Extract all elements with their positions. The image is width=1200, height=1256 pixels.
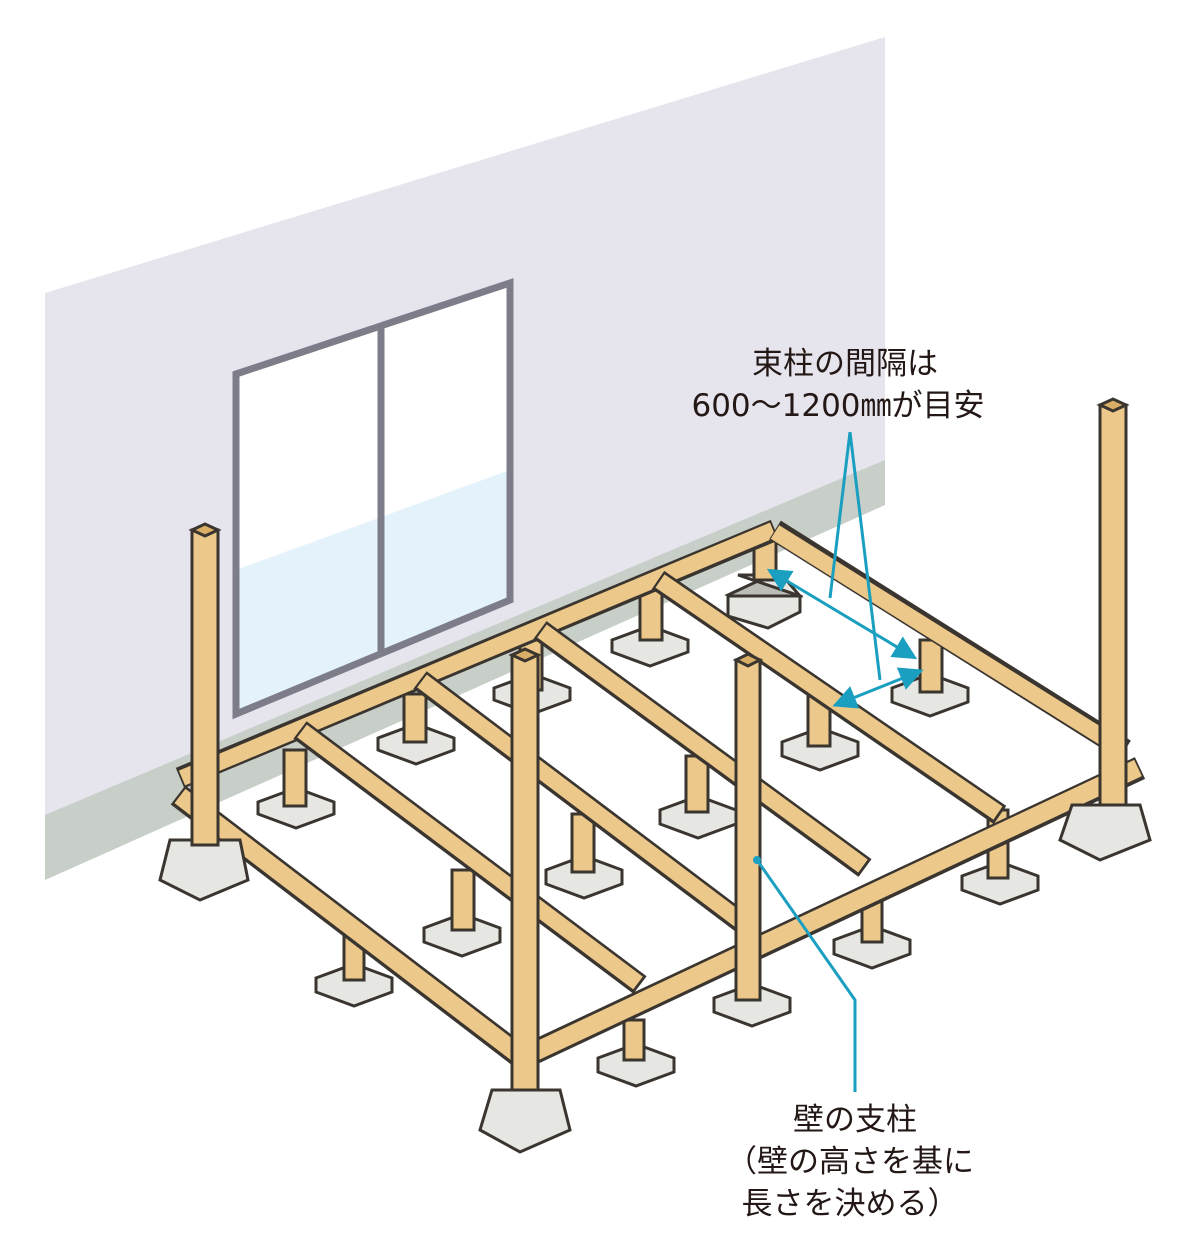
deck-beams [170, 519, 1146, 1070]
wall-post-label-line2: （壁の高さを基に [726, 1144, 974, 1180]
spacing-label-line1: 束柱の間隔は [752, 346, 938, 382]
wall-post [732, 652, 764, 1002]
window-glass-lower [236, 470, 510, 714]
wall-posts [188, 397, 1130, 1092]
joist [651, 570, 1007, 825]
wall-post-callout: 壁の支柱 （壁の高さを基に 長さを決める） [726, 856, 974, 1222]
sliding-window [232, 278, 514, 720]
wall-post [508, 647, 542, 1092]
rear-beam [175, 519, 780, 789]
wall-post [1096, 397, 1130, 807]
wall-post [188, 522, 222, 847]
spacing-arrow [766, 568, 918, 660]
spacing-label-line2: 600〜1200㎜が目安 [691, 388, 984, 424]
joist [293, 721, 647, 994]
spacing-callout: 束柱の間隔は 600〜1200㎜が目安 [691, 346, 985, 709]
joist [413, 671, 752, 934]
corner-footings [158, 803, 1152, 1154]
joist [533, 621, 872, 877]
spacing-arrow [832, 667, 924, 709]
wall-post-label-line3: 長さを決める） [742, 1186, 959, 1222]
wall-post-label-line1: 壁の支柱 [793, 1102, 917, 1138]
front-beam [516, 757, 1146, 1069]
